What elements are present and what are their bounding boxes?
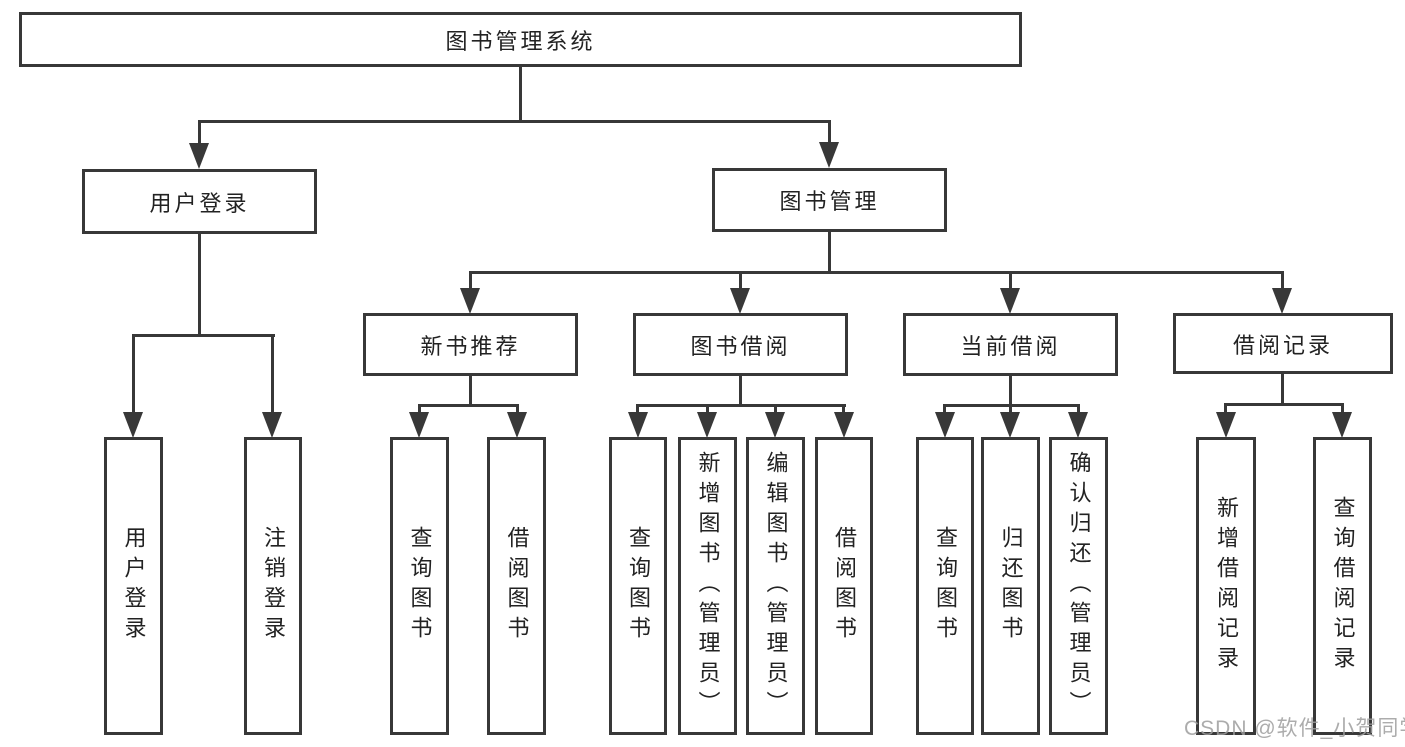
node-book-borrow-label: 图书借阅 — [690, 333, 791, 359]
leaf-query-borrow-record-label: 查询借阅记录 — [1330, 496, 1356, 676]
arrow-down-return-book — [1000, 412, 1020, 438]
connector-book-mgmt-shaft-1 — [469, 271, 472, 292]
leaf-query-books-1-label: 查询图书 — [407, 526, 433, 646]
arrow-down-book-management — [819, 142, 839, 168]
connector-book-mgmt-horizontal — [469, 271, 1284, 274]
leaf-query-books-3: 查询图书 — [916, 437, 974, 735]
connector-book-mgmt-shaft-3 — [1009, 271, 1012, 292]
node-book-management: 图书管理 — [712, 168, 947, 232]
node-current-borrow-label: 当前借阅 — [960, 333, 1061, 359]
node-new-book-recommend: 新书推荐 — [363, 313, 578, 376]
leaf-query-books-2-label: 查询图书 — [626, 526, 651, 646]
leaf-edit-book-admin-label: 编辑图书（管理员） — [763, 451, 789, 721]
arrow-down-add-borrow-record — [1216, 412, 1236, 438]
connector-current-borrow-shaft-2 — [1009, 404, 1012, 414]
leaf-logout-label: 注销登录 — [261, 526, 286, 646]
connector-user-login-horizontal — [132, 334, 275, 337]
connector-book-mgmt-vertical — [828, 232, 831, 274]
node-current-borrow: 当前借阅 — [903, 313, 1118, 376]
arrow-down-leaf-user-login — [123, 412, 143, 438]
connector-current-borrow-vertical — [1009, 376, 1012, 407]
arrow-down-borrow-books-2 — [834, 412, 854, 438]
arrow-down-confirm-return — [1068, 412, 1088, 438]
arrow-down-query-books-1 — [409, 412, 429, 438]
leaf-return-book: 归还图书 — [981, 437, 1040, 735]
arrow-down-leaf-logout — [262, 412, 282, 438]
arrow-down-new-book-recommend — [460, 288, 480, 314]
connector-user-login-vertical — [198, 234, 201, 337]
leaf-user-login: 用户登录 — [104, 437, 163, 735]
leaf-borrow-books-2-label: 借阅图书 — [832, 526, 857, 646]
leaf-query-books-3-label: 查询图书 — [933, 526, 958, 646]
node-book-borrow: 图书借阅 — [633, 313, 848, 376]
node-book-management-label: 图书管理 — [779, 189, 880, 214]
node-user-login-label: 用户登录 — [149, 190, 250, 216]
arrow-down-current-borrow — [1000, 288, 1020, 314]
leaf-logout: 注销登录 — [244, 437, 302, 735]
connector-book-borrow-horizontal — [636, 404, 846, 407]
leaf-add-book-admin: 新增图书（管理员） — [678, 437, 737, 735]
node-user-login: 用户登录 — [82, 169, 317, 234]
leaf-borrow-books-2: 借阅图书 — [815, 437, 873, 735]
leaf-confirm-return-admin: 确认归还（管理员） — [1049, 437, 1108, 735]
arrow-down-query-borrow-record — [1332, 412, 1352, 438]
node-library-system-label: 图书管理系统 — [445, 28, 596, 54]
leaf-confirm-return-admin-label: 确认归还（管理员） — [1066, 451, 1092, 721]
leaf-add-book-admin-label: 新增图书（管理员） — [695, 451, 721, 721]
leaf-add-borrow-record: 新增借阅记录 — [1196, 437, 1256, 735]
arrow-down-add-book — [697, 412, 717, 438]
leaf-edit-book-admin: 编辑图书（管理员） — [746, 437, 805, 735]
connector-borrow-records-shaft-2 — [1341, 403, 1344, 414]
leaf-return-book-label: 归还图书 — [998, 526, 1024, 646]
connector-book-mgmt-shaft-4 — [1281, 271, 1284, 292]
connector-borrow-records-vertical — [1281, 374, 1284, 406]
connector-root-shaft-right — [828, 120, 831, 148]
connector-root-vertical — [519, 67, 522, 123]
arrow-down-query-books-3 — [935, 412, 955, 438]
arrow-down-query-books-2 — [628, 412, 648, 438]
arrow-down-borrow-records — [1272, 288, 1292, 314]
leaf-query-books-1: 查询图书 — [390, 437, 449, 735]
connector-new-book-horizontal — [418, 404, 519, 407]
arrow-down-book-borrow — [730, 288, 750, 314]
connector-book-mgmt-shaft-2 — [739, 271, 742, 292]
node-new-book-recommend-label: 新书推荐 — [420, 333, 521, 359]
connector-book-borrow-shaft-4 — [842, 404, 845, 414]
connector-borrow-records-horizontal — [1224, 403, 1344, 406]
connector-borrow-records-shaft-1 — [1224, 403, 1227, 414]
connector-new-book-shaft-1 — [418, 404, 421, 414]
connector-book-borrow-shaft-3 — [774, 404, 777, 414]
node-borrow-records: 借阅记录 — [1173, 313, 1393, 374]
connector-user-login-shaft-2 — [271, 334, 274, 414]
node-borrow-records-label: 借阅记录 — [1232, 332, 1333, 358]
connector-current-borrow-shaft-1 — [943, 404, 946, 414]
connector-book-borrow-vertical — [739, 376, 742, 407]
watermark-text: CSDN @软件_小贺同学 — [1184, 717, 1405, 740]
connector-new-book-shaft-2 — [516, 404, 519, 414]
arrow-down-edit-book — [765, 412, 785, 438]
connector-root-shaft-left — [198, 120, 201, 148]
node-library-system: 图书管理系统 — [19, 12, 1022, 67]
connector-user-login-shaft-1 — [132, 334, 135, 414]
leaf-query-borrow-record: 查询借阅记录 — [1313, 437, 1372, 735]
leaf-query-books-2: 查询图书 — [609, 437, 667, 735]
connector-book-borrow-shaft-2 — [706, 404, 709, 414]
leaf-borrow-books-1-label: 借阅图书 — [504, 526, 530, 646]
connector-new-book-vertical — [469, 376, 472, 407]
connector-book-borrow-shaft-1 — [636, 404, 639, 414]
arrow-down-user-login — [189, 143, 209, 169]
arrow-down-borrow-books-1 — [507, 412, 527, 438]
leaf-user-login-label: 用户登录 — [121, 526, 147, 646]
connector-current-borrow-shaft-3 — [1077, 404, 1080, 414]
leaf-borrow-books-1: 借阅图书 — [487, 437, 546, 735]
leaf-add-borrow-record-label: 新增借阅记录 — [1214, 496, 1239, 676]
connector-root-horizontal — [198, 120, 831, 123]
